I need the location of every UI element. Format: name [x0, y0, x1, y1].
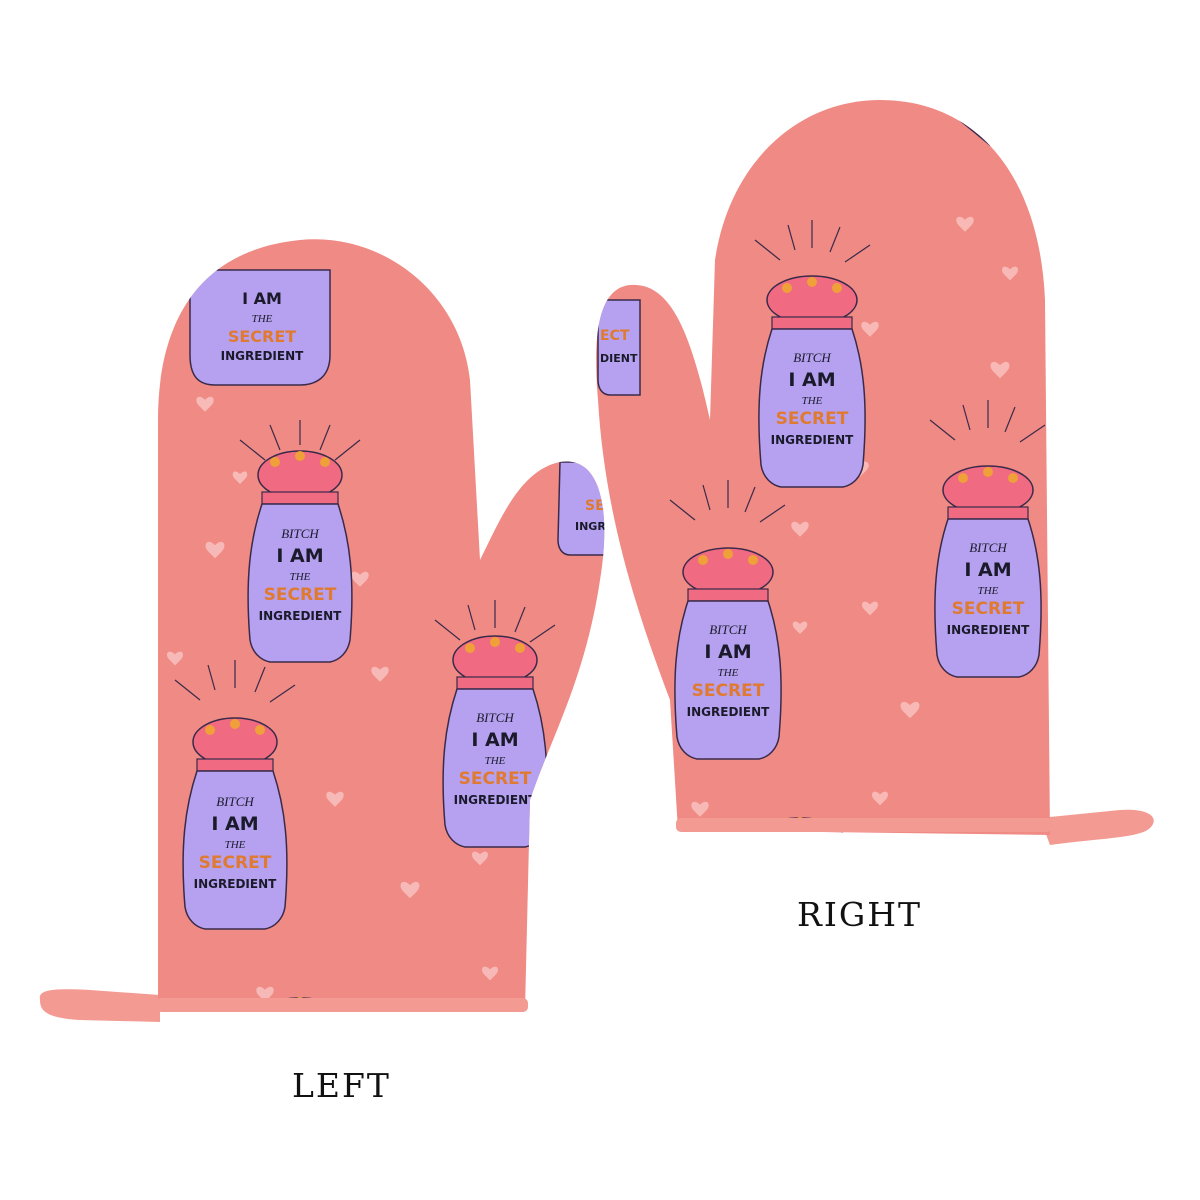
svg-text:BITCH: BITCH	[709, 622, 747, 637]
svg-text:I AM: I AM	[471, 729, 518, 751]
svg-text:THE: THE	[802, 395, 823, 407]
svg-text:INGREDIENT: INGREDIENT	[221, 349, 304, 363]
svg-text:I AM: I AM	[211, 813, 258, 835]
jar-upper-right: BITCH I AM THE SECRET INGREDIENT	[754, 220, 871, 488]
svg-text:BITCH: BITCH	[216, 794, 254, 809]
svg-text:SECRET: SECRET	[459, 769, 532, 789]
svg-text:INGREDIENT: INGREDIENT	[454, 793, 537, 807]
svg-text:THE: THE	[485, 755, 506, 767]
right-binding	[676, 818, 1052, 832]
svg-text:BITCH: BITCH	[793, 350, 831, 365]
svg-text:I AM: I AM	[242, 289, 282, 308]
svg-text:INGREDIENT: INGREDIENT	[687, 705, 770, 719]
svg-text:I AM: I AM	[704, 641, 751, 663]
svg-text:THE: THE	[252, 313, 273, 325]
svg-text:SECRET: SECRET	[228, 327, 296, 346]
svg-text:ECT: ECT	[600, 328, 630, 344]
svg-text:SECRET: SECRET	[264, 585, 337, 605]
svg-text:INGREDIENT: INGREDIENT	[259, 609, 342, 623]
jar-middle-left: BITCH I AM THE SECRET INGREDIENT	[239, 420, 361, 663]
svg-text:INGR: INGR	[575, 520, 606, 533]
svg-text:SECRET: SECRET	[199, 853, 272, 873]
svg-text:THE: THE	[225, 839, 246, 851]
svg-text:BITCH: BITCH	[476, 710, 514, 725]
svg-text:BITCH: BITCH	[969, 540, 1007, 555]
svg-text:SEC: SEC	[585, 498, 615, 514]
svg-text:THE: THE	[290, 571, 311, 583]
left-hanging-loop	[39, 989, 161, 1022]
jar-lower-right: BITCH I AM THE SECRET INGREDIENT	[669, 480, 786, 760]
svg-text:I AM: I AM	[964, 559, 1011, 581]
svg-text:BITCH: BITCH	[281, 526, 319, 541]
jar-top-left: I AM THE SECRET INGREDIENT	[189, 269, 331, 386]
left-binding	[156, 998, 528, 1012]
jar-right-left: BITCH I AM THE SECRET INGREDIENT	[434, 600, 556, 848]
right-hanging-loop	[1040, 809, 1154, 845]
svg-text:SECRET: SECRET	[952, 599, 1025, 619]
jar-side-right: BITCH I AM THE SECRET INGREDIENT	[929, 400, 1046, 678]
svg-text:DIENT: DIENT	[600, 352, 638, 365]
svg-text:THE: THE	[718, 667, 739, 679]
svg-text:THE: THE	[978, 585, 999, 597]
svg-text:INGREDIENT: INGREDIENT	[771, 433, 854, 447]
jar-bottom-left: BITCH I AM THE SECRET INGREDIENT	[174, 660, 296, 930]
svg-text:I AM: I AM	[276, 545, 323, 567]
svg-text:INGREDIENT: INGREDIENT	[947, 623, 1030, 637]
left-label: LEFT	[292, 1066, 391, 1105]
svg-text:SECRET: SECRET	[692, 681, 765, 701]
right-label: RIGHT	[797, 895, 923, 934]
svg-text:SECRET: SECRET	[776, 409, 849, 429]
svg-text:I AM: I AM	[788, 369, 835, 391]
svg-text:INGREDIENT: INGREDIENT	[194, 877, 277, 891]
